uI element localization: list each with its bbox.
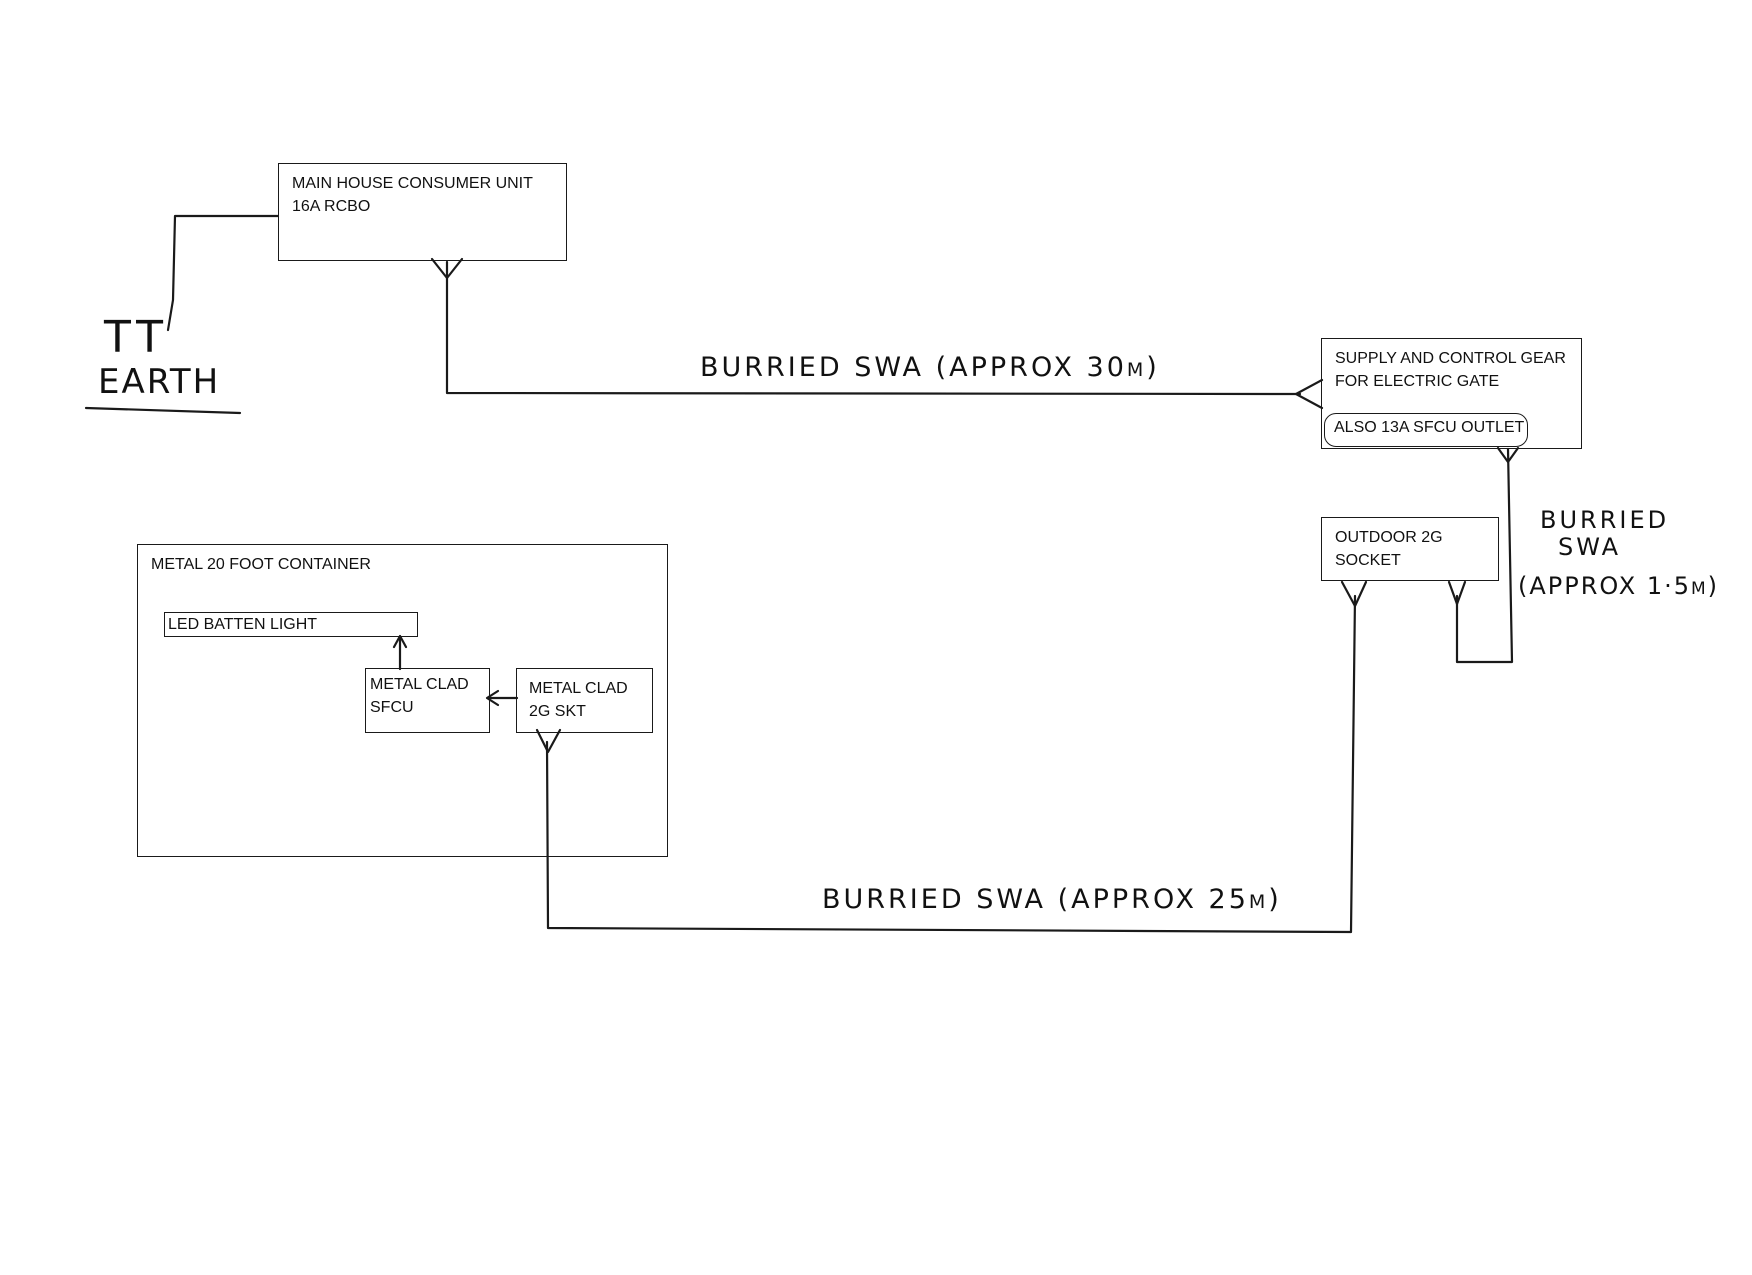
arrowhead-sfcu <box>485 689 500 707</box>
earth-underline <box>84 406 242 415</box>
gate-outlet-oval: ALSO 13A SFCU OUTLET <box>1324 413 1528 447</box>
outdoor-socket-box: OUTDOOR 2G SOCKET <box>1321 517 1499 581</box>
earth-lead <box>166 214 280 332</box>
cable-swa-1-5m-label-line1: BURRIED <box>1540 506 1670 534</box>
cable-swa-1-5m-label-line2: SWA <box>1558 533 1622 561</box>
cable-swa-30m-label: BURRIED SWA (APPROX 30m) <box>700 352 1160 383</box>
metal-clad-sfcu-box: METAL CLAD SFCU <box>365 668 490 733</box>
gate-outlet-label: ALSO 13A SFCU OUTLET <box>1334 419 1525 436</box>
metal-clad-2g-socket-box: METAL CLAD 2G SKT <box>516 668 653 733</box>
container-box: METAL 20 FOOT CONTAINER <box>137 544 668 857</box>
gland-gate-bottom <box>1496 446 1520 464</box>
main-consumer-unit-box: MAIN HOUSE CONSUMER UNIT 16A RCBO <box>278 163 567 261</box>
main-consumer-unit-label: MAIN HOUSE CONSUMER UNIT 16A RCBO <box>292 175 533 215</box>
gland-socket-left <box>1340 580 1368 608</box>
metal-clad-sfcu-label: METAL CLAD SFCU <box>370 676 469 716</box>
outdoor-socket-label: OUTDOOR 2G SOCKET <box>1335 529 1443 569</box>
container-label: METAL 20 FOOT CONTAINER <box>151 556 371 573</box>
gland-cu <box>430 257 464 280</box>
cable-swa-25m <box>545 594 1357 934</box>
gate-control-gear-label: SUPPLY AND CONTROL GEAR FOR ELECTRIC GAT… <box>1335 350 1566 390</box>
led-batten-light-label: LED BATTEN LIGHT <box>168 616 318 633</box>
cable-swa-30m <box>445 260 1302 396</box>
cable-swa-1-5m-label-line3: (APPROX 1·5m) <box>1518 572 1720 600</box>
led-batten-light-box: LED BATTEN LIGHT <box>164 612 418 637</box>
cable-swa-1-5m <box>1455 447 1514 664</box>
earth-label: EARTH <box>98 362 221 402</box>
tt-label: TT <box>104 312 169 363</box>
gate-control-gear-box: SUPPLY AND CONTROL GEAR FOR ELECTRIC GAT… <box>1321 338 1582 449</box>
cable-swa-25m-label: BURRIED SWA (APPROX 25m) <box>822 884 1282 915</box>
gland-skt <box>535 728 562 754</box>
gland-socket-right <box>1447 580 1467 606</box>
metal-clad-2g-socket-label: METAL CLAD 2G SKT <box>529 680 628 720</box>
gland-gate-left <box>1294 378 1324 410</box>
